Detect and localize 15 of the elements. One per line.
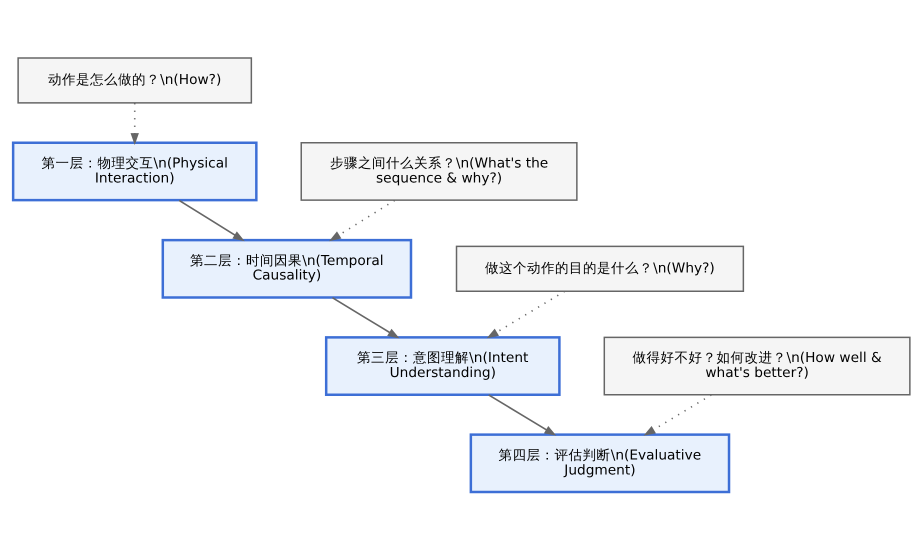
node-box: 第三层：意图理解\n(Intent Understanding) <box>324 336 561 396</box>
node-box: 动作是怎么做的？\n(How?) <box>17 57 252 104</box>
node-box: 做得好不好？如何改进？\n(How well & what's better?) <box>604 336 911 396</box>
arrow <box>486 290 566 338</box>
arrow <box>329 200 396 242</box>
node-box: 第一层：物理交互\n(Physical Interaction) <box>12 142 258 202</box>
arrow <box>178 200 245 242</box>
arrow <box>332 297 400 339</box>
node-box: 第四层：评估判断\n(Evaluative Judgment) <box>470 433 730 494</box>
node-box: 步骤之间什么关系？\n(What's the sequence & why?) <box>300 142 578 201</box>
node-box: 做这个动作的目的是什么？\n(Why?) <box>456 246 744 292</box>
node-box: 第二层：时间因果\n(Temporal Causality) <box>162 238 412 299</box>
arrow <box>130 103 139 146</box>
arrow <box>644 394 712 436</box>
arrow <box>488 394 556 436</box>
